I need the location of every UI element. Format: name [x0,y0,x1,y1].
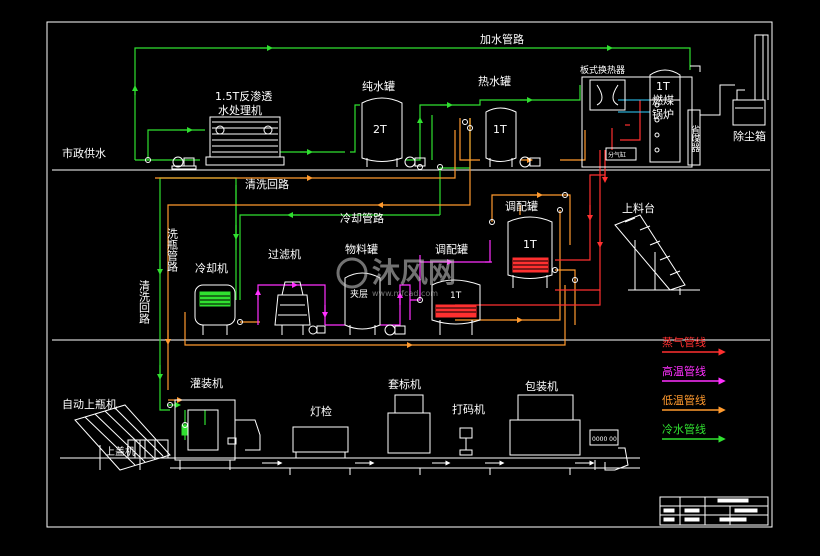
label-cap-machine: 上盖机 [105,445,135,458]
lower-mixing-tank [431,279,481,335]
watermark-text: 沐风网 [372,256,456,289]
labeling-machine [387,394,431,454]
label-mixing-tank-lower: 调配罐 [435,243,468,256]
label-labeling-machine: 套标机 [388,377,421,391]
label-air-separator: 分气缸 [608,151,626,159]
pure-water-tank [361,97,426,168]
filling-machine [174,399,261,470]
watermark-url: www.mfcad.com [372,289,438,298]
label-plate-heat-exchanger: 板式换热器 [580,64,625,76]
label-material-tank: 物料罐 [345,242,378,256]
label-packaging-machine: 包装机 [525,379,558,393]
label-dust-box: 除尘箱 [733,129,766,143]
label-tank-2t: 2T [373,123,387,136]
label-tank-1t-material: 1T [450,291,462,301]
label-auto-bottle-loader: 自动上瓶机 [62,397,117,411]
legend-label: 高温管线 [662,364,706,378]
label-add-water-pipe: 加水管路 [480,32,524,46]
label-filling-machine: 灌装机 [190,376,223,390]
label-cip-loop: 清洗回路 [245,178,289,191]
label-material-tank-inner: 夹层 [350,288,368,300]
label-cooling-pipe: 冷却管路 [340,211,384,225]
watermark-logo-icon [336,257,368,289]
label-municipal-water: 市政供水 [62,146,106,160]
ro-machine [205,116,285,166]
diagram-labels: 加水管路 1.5T反渗透 水处理机 纯水罐 热水罐 板式换热器 1T 燃煤 锅炉… [62,32,766,458]
valves [145,119,578,428]
label-cip-loop-vertical: 清洗回路 [138,280,151,325]
label-boiler-1: 1T [656,80,670,93]
boiler-aux-lines [618,99,650,113]
label-loading-platform: 上料台 [622,201,655,215]
upper-mixing-tank [507,216,553,288]
label-boiler-2: 燃煤 [652,93,674,107]
cold-water-pipes [132,45,691,440]
label-tank-1t-hot: 1T [493,123,507,136]
low-temp-pipes [155,118,586,403]
boiler-house [581,34,769,168]
label-filter: 过滤机 [268,247,301,261]
loading-platform [614,214,700,295]
material-tank [344,272,406,336]
label-pure-water-tank: 纯水罐 [362,80,395,93]
vertical-labels: 省煤器 洗瓶管路 清洗回路 [138,124,700,325]
cooler-machine [194,284,236,335]
high-temp-pipes [255,240,492,326]
label-boiler-3: 锅炉 [652,108,674,121]
label-cooler: 冷却机 [195,261,228,275]
label-bottle-wash-pipe: 洗瓶管路 [166,228,179,273]
legend-label: 低温管线 [662,393,706,407]
watermark: 沐风网 www.mfcad.com [336,256,456,298]
conveyor-line [170,457,640,475]
label-light-inspection: 灯检 [310,404,332,418]
title-block [659,496,769,526]
equipment [74,34,769,475]
pump [171,156,197,170]
label-tank-1t-mix: 1T [523,238,537,251]
legend-label: 冷水管线 [662,422,706,436]
legend-label: 蒸气管线 [662,335,706,349]
coding-machine [459,427,473,456]
label-ro-machine-2: 水处理机 [218,103,262,117]
label-boiler-side: 省煤器 [689,124,700,152]
label-coding-machine: 打码机 [452,402,485,416]
label-hot-water-tank: 热水罐 [478,75,511,88]
label-control-panel: 0000 00 [592,436,617,443]
auto-bottle-loader [74,404,171,471]
light-inspection-station [292,426,349,458]
hot-water-tank [485,107,541,168]
steam-pipes [455,100,641,306]
packaging-machine [509,394,629,471]
label-mixing-tank-upper: 调配罐 [505,200,538,213]
label-ro-machine: 1.5T反渗透 [215,89,272,103]
filter-machine [274,281,326,335]
